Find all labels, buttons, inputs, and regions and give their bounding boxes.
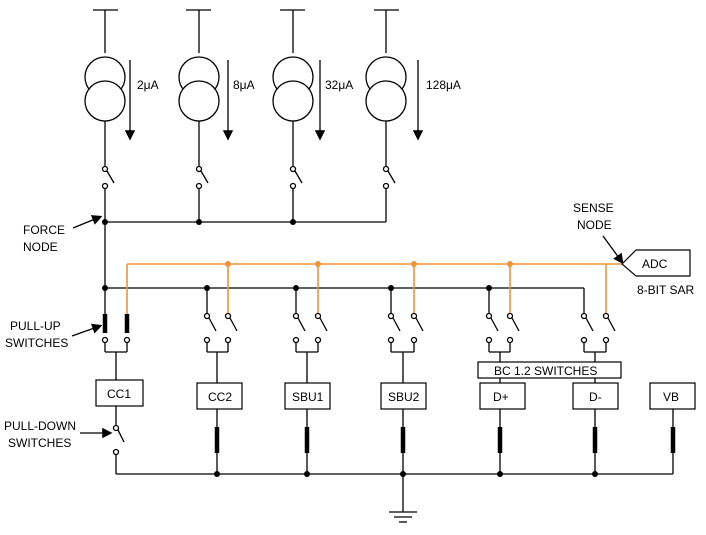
switch-pair-sbu1 (292, 288, 328, 383)
pull-up-label-1: PULL-UP (10, 319, 61, 333)
adc-block: ADC (621, 249, 691, 277)
adc-label: ADC (642, 257, 668, 271)
current-label-128ua: 128μA (426, 78, 461, 92)
pull-down-label-2: SWITCHES (8, 436, 71, 450)
svg-text:VB: VB (663, 390, 679, 404)
current-label-32ua: 32μA (325, 78, 353, 92)
pull-down-switch-cc1 (112, 406, 125, 474)
pull-up-arrow (71, 323, 103, 337)
switch-pair-dminus (580, 288, 616, 383)
bc12-switches-label: BC 1.2 SWITCHES (494, 364, 597, 378)
current-source-128ua (365, 9, 424, 190)
ground-bus (116, 471, 673, 512)
adc-caption: 8-BIT SAR (637, 283, 694, 297)
pull-up-switch-cc1 (101, 288, 131, 380)
pin-cc2: CC2 (196, 382, 243, 410)
force-node-label-1: FORCE (23, 223, 65, 237)
current-source-8ua (178, 9, 234, 190)
sense-node-label-2: NODE (577, 218, 612, 232)
svg-text:CC2: CC2 (208, 390, 232, 404)
svg-text:D+: D+ (493, 390, 509, 404)
svg-text:CC1: CC1 (107, 387, 131, 401)
force-node-label-2: NODE (23, 240, 58, 254)
pull-down-switches (214, 409, 676, 474)
pull-up-label-2: SWITCHES (5, 336, 68, 350)
sense-node-arrow (602, 235, 624, 265)
switch-pair-cc2 (203, 288, 238, 383)
current-label-8ua: 8μA (233, 78, 255, 92)
force-node-bus (102, 188, 584, 291)
current-source-2ua (84, 9, 136, 190)
svg-text:SBU1: SBU1 (292, 390, 324, 404)
sense-node-label-1: SENSE (573, 201, 614, 215)
switch-pair-dplus (485, 288, 520, 383)
current-source-32ua (272, 9, 326, 190)
bc12-switches-block: BC 1.2 SWITCHES (477, 361, 622, 379)
sense-node-bus (126, 261, 622, 314)
pull-down-label-1: PULL-DOWN (4, 419, 76, 433)
svg-text:SBU2: SBU2 (388, 390, 420, 404)
svg-text:D-: D- (589, 390, 602, 404)
pin-sbu1: SBU1 (284, 382, 331, 410)
pin-dplus: D+ (479, 382, 526, 410)
force-node-arrow (72, 215, 103, 229)
pin-vb: VB (649, 382, 696, 410)
ground-icon (389, 511, 417, 523)
pin-dminus: D- (572, 382, 619, 410)
pin-cc1: CC1 (95, 379, 144, 407)
switch-pair-sbu2 (387, 288, 424, 383)
current-label-2ua: 2μA (137, 78, 159, 92)
pin-sbu2: SBU2 (380, 382, 427, 410)
